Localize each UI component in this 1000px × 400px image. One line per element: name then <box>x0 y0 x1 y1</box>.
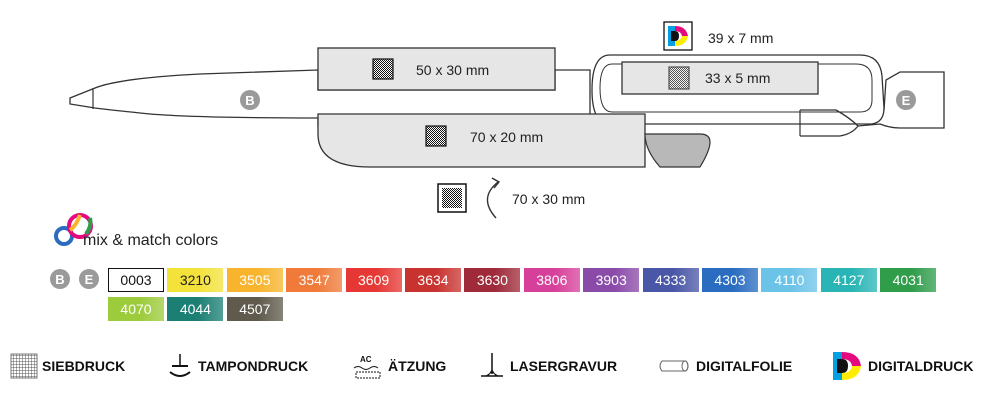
swatch-badge-b: B <box>50 269 70 289</box>
mix-match-logo-icon <box>54 213 93 246</box>
legend-label: DIGITALFOLIE <box>696 358 793 374</box>
print-area-label: 50 x 30 mm <box>416 62 490 78</box>
print-area-label: 70 x 20 mm <box>470 129 544 145</box>
legend-label: SIEBDRUCK <box>42 358 126 374</box>
color-swatch: 4127 <box>820 268 877 292</box>
color-swatch: 4070 <box>108 297 164 321</box>
color-swatch: 4303 <box>702 268 758 292</box>
legend-digitalfolie: DIGITALFOLIE <box>656 350 792 382</box>
pen-barrel-outline <box>69 69 591 127</box>
print-area-label: 39 x 7 mm <box>708 30 774 46</box>
color-swatch: 4507 <box>226 297 283 321</box>
color-swatch: 3806 <box>523 268 580 292</box>
mix-match-label: mix & match colors <box>83 232 219 249</box>
print-area-label: 33 x 5 mm <box>705 70 771 86</box>
digital-foil-icon <box>659 360 689 372</box>
color-swatch: 4333 <box>642 268 699 292</box>
color-swatch: 3634 <box>405 268 461 292</box>
legend-tampondruck: TAMPONDRUCK <box>166 350 308 382</box>
color-swatch: 3903 <box>583 268 640 292</box>
legend-siebdruck: SIEBDRUCK <box>10 350 125 382</box>
etching-icon: AC <box>353 355 381 379</box>
pad-print-icon <box>169 354 191 377</box>
color-swatch: 3210 <box>167 268 224 292</box>
pen-clip-outline <box>591 54 885 125</box>
print-area-50x30 <box>317 47 556 91</box>
color-swatch: 3505 <box>226 268 283 292</box>
legend-lasergravur: LASERGRAVUR <box>478 350 617 382</box>
legend-label: LASERGRAVUR <box>510 358 618 374</box>
legend-label: ÄTZUNG <box>388 358 447 374</box>
rotate-arrow-icon <box>486 181 499 219</box>
print-area-70x20 <box>317 113 646 168</box>
laser-engraving-icon <box>481 353 503 377</box>
color-swatch: 4110 <box>761 268 818 292</box>
pen-cap-outline <box>800 71 945 129</box>
color-swatch: 3609 <box>345 268 402 292</box>
pen-badge-b: B <box>240 90 260 110</box>
svg-text:AC: AC <box>360 355 372 364</box>
color-swatch: 0003 <box>108 268 164 292</box>
color-swatch: 3547 <box>286 268 343 292</box>
legend-digitaldruck: DIGITALDRUCK <box>830 350 974 382</box>
color-swatch: 4044 <box>167 297 224 321</box>
legend-label: DIGITALDRUCK <box>868 358 974 374</box>
print-area-33x5 <box>621 61 819 95</box>
legend-aetzung: AC ÄTZUNG <box>352 350 446 382</box>
digital-print-icon <box>833 352 861 380</box>
pen-diagram <box>54 21 945 246</box>
print-area-label: 70 x 30 mm <box>512 191 586 207</box>
swatch-badge-e: E <box>79 269 99 289</box>
color-swatch: 3630 <box>464 268 521 292</box>
screen-print-icon <box>10 353 38 379</box>
legend-label: TAMPONDRUCK <box>198 358 309 374</box>
pen-badge-e: E <box>896 90 916 110</box>
color-swatch: 4031 <box>880 268 937 292</box>
